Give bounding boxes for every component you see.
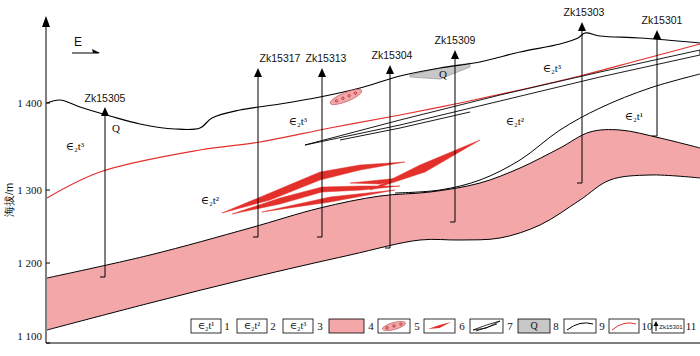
legend-sample-label: ∈₂t² — [244, 321, 261, 331]
axis-tick-label: 1 300 — [17, 185, 42, 196]
ore-lens — [350, 178, 400, 184]
legend-sample-label: ∈₂t³ — [290, 321, 307, 331]
legend-sample — [424, 319, 455, 333]
conglomerate-lens — [329, 86, 364, 107]
axis-title: 海拔/m — [4, 183, 15, 217]
borehole — [385, 65, 394, 248]
unit-label: ∈₂t³ — [543, 63, 561, 74]
ore-lens — [370, 140, 480, 190]
legend-number: 5 — [414, 321, 420, 332]
borehole-label: Zk15304 — [372, 50, 413, 61]
unit-label: Q — [439, 69, 447, 80]
axis-tick-label: 1 200 — [17, 258, 42, 269]
legend-sample-label: Zk15301 — [659, 324, 682, 330]
legend-number: 1 — [224, 321, 230, 332]
legend-swatch — [329, 319, 364, 333]
legend-sample — [378, 319, 410, 333]
borehole-label: Zk15313 — [306, 53, 347, 64]
borehole — [652, 30, 661, 136]
borehole — [253, 68, 262, 237]
legend-sample — [191, 319, 221, 333]
pink-band — [47, 130, 700, 330]
legend-sample — [237, 319, 267, 333]
legend-number: 11 — [686, 321, 697, 332]
topography-line — [47, 33, 700, 130]
legend-sample — [564, 319, 596, 333]
legend-number: 9 — [599, 321, 605, 332]
borehole-label: Zk15301 — [642, 15, 683, 26]
borehole-label: Zk15317 — [260, 53, 301, 64]
legend-number: 10 — [642, 321, 653, 332]
unit-label: ∈₂t² — [506, 116, 524, 127]
band-bottom-line — [47, 175, 700, 330]
double-line-lens — [340, 112, 470, 140]
legend-sample — [470, 319, 503, 333]
legend-number: 8 — [553, 321, 559, 332]
legend — [191, 319, 684, 333]
conglomerate-lens — [382, 320, 407, 333]
unit-label: ∈₂t² — [201, 195, 219, 206]
borehole-label: Zk15305 — [85, 93, 126, 104]
double-line-lens — [305, 50, 700, 145]
legend-number: 6 — [459, 321, 465, 332]
legend-number: 2 — [270, 321, 276, 332]
unit-label: Q — [112, 123, 120, 134]
axis — [42, 16, 700, 343]
unit-label: ∈₂t³ — [66, 141, 84, 152]
legend-number: 3 — [317, 321, 323, 332]
legend-sample — [609, 319, 639, 333]
ore-lens — [262, 190, 395, 212]
direction-label: E — [74, 36, 82, 48]
legend-sample — [283, 319, 313, 333]
axis-tick-label: 1 100 — [17, 331, 42, 342]
borehole — [577, 22, 586, 183]
unit-label: ∈₂t³ — [289, 116, 307, 127]
borehole — [100, 107, 109, 277]
legend-sample — [652, 319, 684, 333]
unit-label: ∈₂t¹ — [625, 111, 643, 122]
borehole-label: Zk15303 — [564, 7, 605, 18]
axis-tick-label: 1 400 — [17, 98, 42, 109]
borehole — [317, 68, 326, 237]
borehole — [450, 50, 459, 222]
ore-lens — [232, 186, 400, 214]
formation-boundary — [47, 44, 700, 198]
legend-number: 4 — [368, 321, 374, 332]
legend-swatch — [518, 319, 550, 333]
member-boundary — [395, 74, 700, 193]
borehole-label: Zk15309 — [435, 35, 476, 46]
legend-sample-label: ∈₂t¹ — [198, 321, 215, 331]
band-top-line — [47, 130, 700, 278]
legend-number: 7 — [507, 321, 513, 332]
legend-sample-label: Q — [530, 321, 537, 331]
